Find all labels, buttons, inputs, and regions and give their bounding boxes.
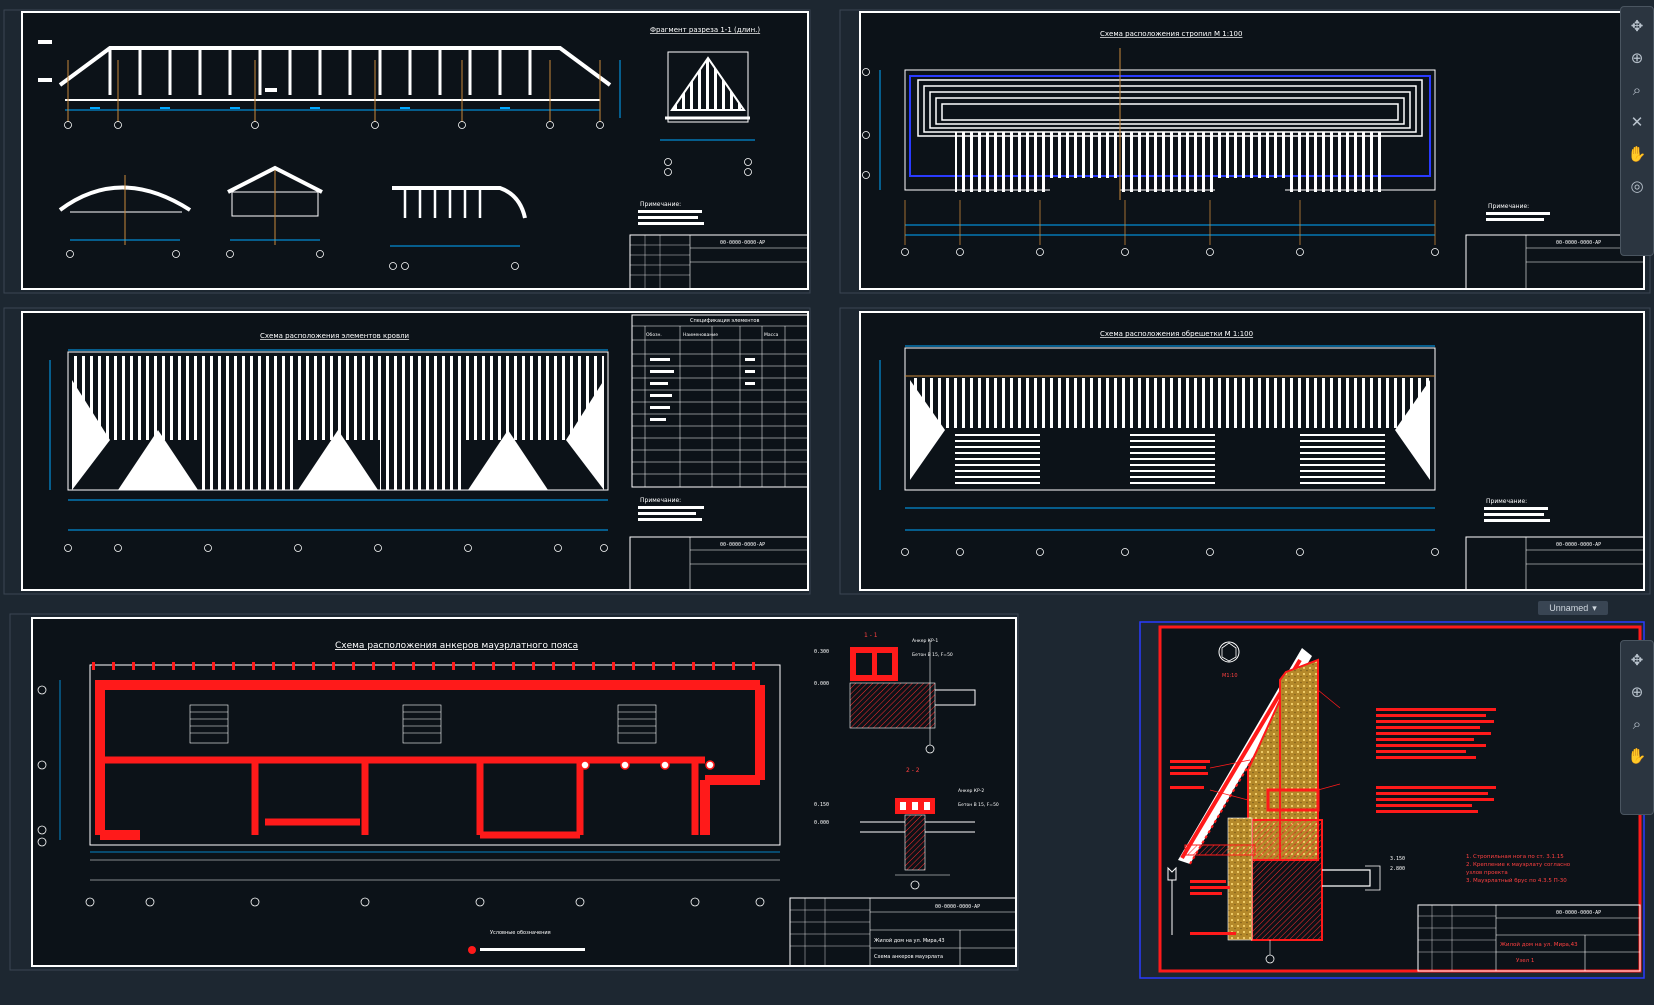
- mark-1: Анкер КР-1: [912, 638, 938, 644]
- elev-4: 0.000: [814, 820, 829, 826]
- spec-header-4: Масса: [764, 332, 779, 338]
- sheet-5-anchor-plan[interactable]: Схема расположения анкеров мауэрлатного …: [9, 613, 1019, 971]
- sheet-6-elev-1: 3.150: [1390, 856, 1405, 862]
- sheet-6-roof-node-detail[interactable]: М1:10: [1139, 621, 1645, 979]
- zoom-icon[interactable]: ⌕: [1632, 714, 1642, 733]
- sheet-5-tb-line2: Схема анкеров мауэрлата: [874, 954, 943, 960]
- pan-icon[interactable]: ✥: [1630, 650, 1644, 669]
- sheet-2-stamp: 00-0000-0000-АР: [1556, 240, 1601, 246]
- zoom-icon[interactable]: ⌕: [1632, 80, 1642, 99]
- sheet-3-title: Схема расположения элементов кровли: [260, 332, 409, 340]
- elev-2: 0.000: [814, 681, 829, 687]
- section-2-label: 2 - 2: [906, 767, 920, 774]
- sheet-6-note-1: 1. Стропильная нога по ст. 3.1.15: [1466, 854, 1564, 860]
- sheet-2-rafters-plan[interactable]: Схема расположения стропил М 1:100 Приме…: [839, 9, 1651, 294]
- sheet-6-note-3: узлов проекта: [1466, 870, 1508, 876]
- sheet-4-battens-plan[interactable]: Схема расположения обрешетки М 1:100 При…: [839, 307, 1651, 595]
- sheet-6-note-2: 2. Крепление к мауэрлату согласно: [1466, 862, 1571, 868]
- mark-4: Бетон В 15, F=50: [958, 802, 999, 808]
- sheet-6-tb-line2: Узел 1: [1516, 958, 1534, 964]
- sheet-3-stamp: 00-0000-0000-АР: [720, 542, 765, 548]
- sheet-2-title: Схема расположения стропил М 1:100: [1100, 30, 1242, 38]
- sheet-1-sections[interactable]: Фрагмент разреза 1-1 (длин.) Примечание:: [3, 9, 811, 294]
- sheet-5-title: Схема расположения анкеров мауэрлатного …: [335, 641, 578, 651]
- navigation-bar-top[interactable]: ✥ ⊕ ⌕ ✕ ✋ ◎: [1620, 6, 1654, 256]
- hand-icon[interactable]: ✋: [1627, 144, 1647, 163]
- sheet-4-title: Схема расположения обрешетки М 1:100: [1100, 330, 1253, 338]
- look-icon[interactable]: ◎: [1630, 176, 1644, 195]
- sheet-4-note: Примечание:: [1486, 498, 1527, 505]
- mark-3: Анкер КР-2: [958, 788, 984, 794]
- sheet-6-tb-line1: Жилой дом на ул. Мира,43: [1500, 941, 1578, 948]
- sheet-6-note-4: 3. Мауэрлатный брус по 4.3.5 П-30: [1466, 877, 1567, 884]
- sheet-5-tb-line1: Жилой дом на ул. Мира,43: [874, 937, 945, 944]
- spec-header-2: Наименование: [683, 332, 718, 338]
- sheet-3-spec-title: Спецификация элементов: [690, 318, 759, 324]
- sheet-5-legend: Условные обозначения: [490, 930, 551, 936]
- navigation-bar-bottom[interactable]: ✥ ⊕ ⌕ ✋: [1620, 640, 1654, 815]
- pan-icon[interactable]: ✥: [1630, 16, 1644, 35]
- hand-icon[interactable]: ✋: [1627, 746, 1647, 765]
- layout-name-chip[interactable]: Unnamed ▾: [1538, 601, 1608, 615]
- elev-1: 0.300: [814, 649, 829, 655]
- orbit-icon[interactable]: ⊕: [1630, 48, 1644, 67]
- section-1-label: 1 - 1: [864, 632, 878, 639]
- spec-header-1: Обозн.: [646, 332, 662, 338]
- sheet-1-note: Примечание:: [640, 201, 681, 208]
- layout-name-label: Unnamed: [1549, 603, 1589, 613]
- sheet-6-scale: М1:10: [1222, 673, 1238, 679]
- sheet-1-stamp: 00-0000-0000-АР: [720, 240, 765, 246]
- sheet-6-elev-2: 2.800: [1390, 866, 1405, 872]
- orbit-icon[interactable]: ⊕: [1630, 682, 1644, 701]
- compass-icon[interactable]: ✕: [1630, 112, 1644, 131]
- sheet-6-stamp: 00-0000-0000-АР: [1556, 910, 1601, 916]
- sheet-4-stamp: 00-0000-0000-АР: [1556, 542, 1601, 548]
- sheet-2-note: Примечание:: [1488, 203, 1529, 210]
- sheet-3-roof-elements[interactable]: Схема расположения элементов кровли Спец…: [3, 307, 811, 595]
- mark-2: Бетон В 15, F=50: [912, 652, 953, 658]
- sheet-3-note: Примечание:: [640, 497, 681, 504]
- sheet-1-title: Фрагмент разреза 1-1 (длин.): [650, 26, 760, 34]
- chevron-down-icon: ▾: [1592, 602, 1597, 613]
- sheet-5-stamp: 00-0000-0000-АР: [935, 904, 980, 910]
- elev-3: 0.150: [814, 802, 829, 808]
